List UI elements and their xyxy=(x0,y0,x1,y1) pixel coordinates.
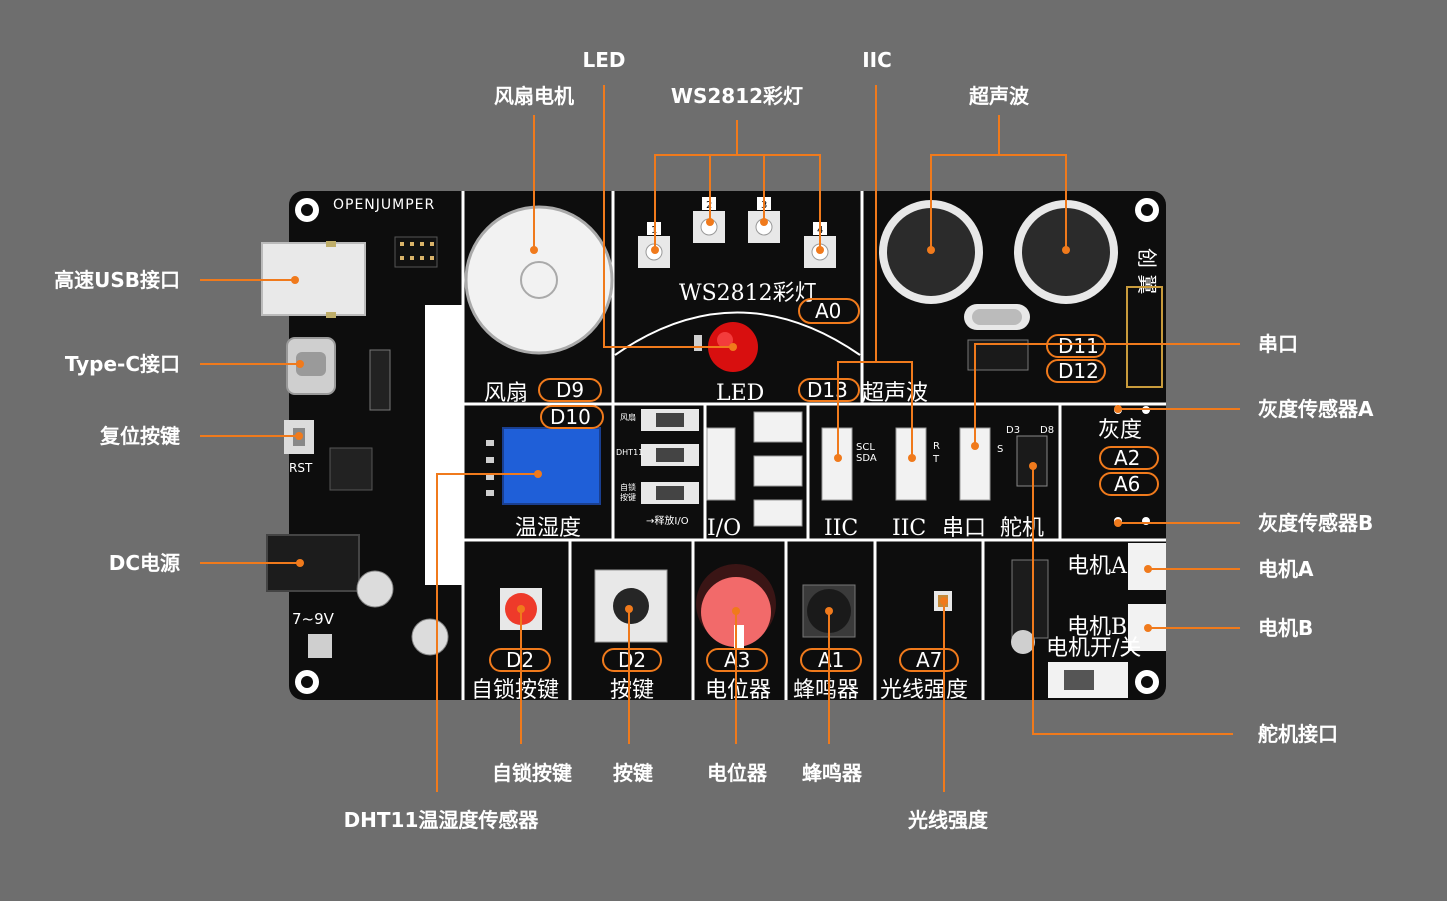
icsp-header xyxy=(395,237,437,267)
rst-label: RST xyxy=(289,461,313,475)
callout-buzzer: 蜂鸣器 xyxy=(802,761,863,785)
silk-gray: 灰度 xyxy=(1098,418,1142,443)
fan-disc xyxy=(466,207,612,353)
callout-dht11: DHT11温湿度传感器 xyxy=(344,808,540,832)
callout-servo-port: 舵机接口 xyxy=(1258,722,1338,746)
callout-gray-a: 灰度传感器A xyxy=(1258,397,1374,421)
pin-s: S xyxy=(997,444,1003,455)
callout-motor-b: 电机B xyxy=(1258,616,1313,640)
tag-a0: A0 xyxy=(815,299,841,323)
silk-iic-2: IIC xyxy=(892,516,926,541)
tag-a3: A3 xyxy=(724,648,750,672)
pin-sda: SDA xyxy=(856,453,877,464)
dht11-sensor xyxy=(503,428,600,504)
switch-label-key: 按键 xyxy=(620,492,636,502)
mcu-chip xyxy=(330,448,372,490)
white-connector-strip xyxy=(425,305,463,585)
callout-usb: 高速USB接口 xyxy=(54,268,180,292)
callout-potentiometer: 电位器 xyxy=(707,761,768,785)
silk-serial: 串口 xyxy=(942,516,986,541)
tag-d12: D12 xyxy=(1058,359,1099,383)
silk-motor-a: 电机A xyxy=(1067,554,1128,579)
switch-label-fan: 风扇 xyxy=(620,412,636,422)
voltage-label: 7~9V xyxy=(292,610,335,628)
pin-d8: D8 xyxy=(1040,425,1054,436)
silk-self-lock: 自锁按键 xyxy=(471,678,559,703)
callout-button: 按键 xyxy=(613,761,653,785)
silk-pot: 电位器 xyxy=(705,678,771,703)
silk-temp-hum: 温湿度 xyxy=(515,516,581,541)
switch-label-dht: DHT11 xyxy=(616,448,643,457)
callout-motor-a: 电机A xyxy=(1258,557,1314,581)
silk-buzzer: 蜂鸣器 xyxy=(793,678,859,703)
silk-ws2812: WS2812彩灯 xyxy=(679,281,817,306)
callout-led: LED xyxy=(582,48,625,72)
silk-motor-switch: 电机开/关 xyxy=(1046,636,1141,661)
silk-ultrasonic: 超声波 xyxy=(862,381,928,406)
callout-light: 光线强度 xyxy=(907,808,989,832)
silk-light: 光线强度 xyxy=(880,678,968,703)
tag-a1: A1 xyxy=(818,648,844,672)
switch-label-release: →释放I/O xyxy=(646,514,689,527)
tag-a6: A6 xyxy=(1114,472,1140,496)
callout-serial: 串口 xyxy=(1258,332,1298,356)
callout-self-lock: 自锁按键 xyxy=(492,761,572,785)
tag-d9: D9 xyxy=(556,378,584,402)
callout-iic: IIC xyxy=(862,48,892,72)
silk-servo: 舵机 xyxy=(1000,516,1044,541)
silk-led: LED xyxy=(716,381,764,406)
pin-scl: SCL xyxy=(856,442,875,453)
callout-ultrasonic: 超声波 xyxy=(968,84,1030,108)
tag-d2-button: D2 xyxy=(618,648,646,672)
callout-reset: 复位按键 xyxy=(99,424,180,448)
pcb-board: RST 7~9V OPENJUMPER 风扇 xyxy=(262,191,1166,703)
silk-button: 按键 xyxy=(610,678,654,703)
tag-a2: A2 xyxy=(1114,446,1140,470)
callout-ws2812: WS2812彩灯 xyxy=(671,84,803,108)
callout-gray-b: 灰度传感器B xyxy=(1258,511,1373,535)
pin-d3: D3 xyxy=(1006,425,1020,436)
tag-d11: D11 xyxy=(1058,334,1099,358)
brand-logo: OPENJUMPER xyxy=(333,197,435,213)
callout-dc-power: DC电源 xyxy=(109,551,180,575)
tag-a7: A7 xyxy=(916,648,942,672)
pin-t: T xyxy=(932,454,940,465)
silk-fan: 风扇 xyxy=(484,381,528,406)
callout-fan-motor: 风扇电机 xyxy=(494,84,574,108)
tag-d10: D10 xyxy=(550,405,591,429)
silk-iic-1: IIC xyxy=(824,516,858,541)
silk-io: I/O xyxy=(707,516,741,541)
motor-driver-chip xyxy=(1012,560,1048,638)
callout-typec: Type-C接口 xyxy=(65,352,180,376)
pin-r: R xyxy=(933,441,940,452)
tag-d13: D13 xyxy=(807,378,848,402)
switch-label-self: 自锁 xyxy=(620,482,636,492)
